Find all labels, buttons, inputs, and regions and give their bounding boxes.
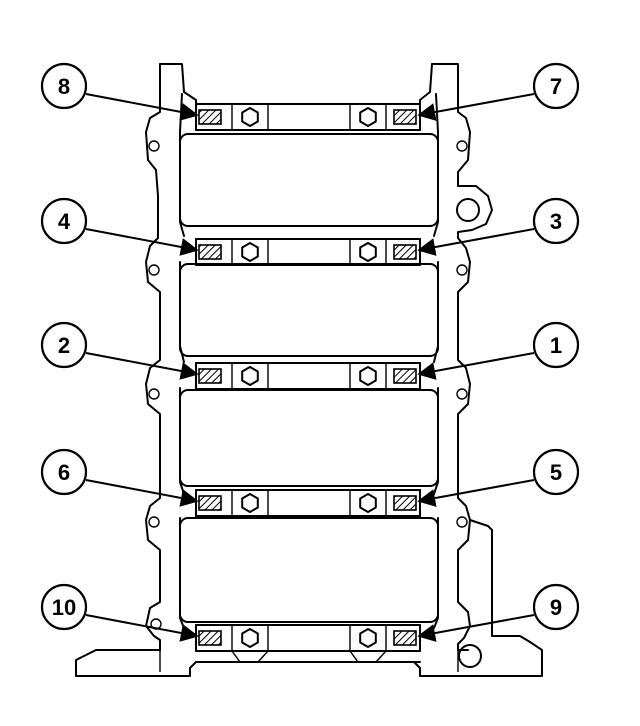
bolt-boss — [231, 362, 269, 390]
callout-7: 7 — [417, 62, 580, 121]
bolt-hex-icon — [359, 242, 377, 262]
bearing-insert — [198, 244, 222, 260]
bearing-cap — [195, 489, 421, 517]
callout-arrow — [417, 228, 535, 256]
bearing-insert — [393, 495, 417, 511]
bearing-cap — [195, 103, 421, 131]
callout-number: 9 — [550, 595, 562, 620]
bearing-insert — [393, 368, 417, 384]
bolt-hex-icon — [241, 493, 259, 513]
crank-bays — [179, 133, 439, 623]
callout-1: 1 — [417, 321, 580, 380]
callout-number: 10 — [52, 595, 76, 620]
bolt-boss — [231, 238, 269, 266]
callout-9: 9 — [417, 583, 580, 642]
callouts: 8 7 4 3 2 1 6 5 10 9 — [40, 62, 580, 642]
block-outline — [75, 63, 543, 677]
callout-arrow — [85, 479, 199, 507]
bottom-cap-fillets — [231, 650, 387, 663]
callout-arrow — [417, 93, 535, 121]
bearing-cap — [195, 238, 421, 266]
bolt-hex-icon — [241, 107, 259, 127]
callout-number: 4 — [58, 209, 71, 234]
bolt-boss — [349, 238, 387, 266]
callout-arrow — [85, 614, 199, 642]
bolt-boss — [349, 624, 387, 652]
callout-number: 7 — [550, 74, 562, 99]
callout-10: 10 — [40, 583, 199, 642]
callout-number: 1 — [550, 333, 562, 358]
callout-circle — [532, 583, 580, 631]
bolt-boss — [349, 103, 387, 131]
bearing-insert — [393, 109, 417, 125]
callout-8: 8 — [40, 62, 199, 121]
bolt-boss — [231, 624, 269, 652]
bolt-boss — [349, 489, 387, 517]
callout-circle — [532, 62, 580, 110]
callout-arrow — [85, 352, 199, 380]
bolt-hex-icon — [359, 628, 377, 648]
bearing-insert — [198, 368, 222, 384]
callout-arrow — [417, 479, 535, 507]
bolt-hex-icon — [241, 366, 259, 386]
callout-3: 3 — [417, 197, 580, 256]
bolt-hex-icon — [359, 493, 377, 513]
callout-number: 8 — [58, 74, 70, 99]
callout-circle — [532, 448, 580, 496]
rail-bosses — [148, 140, 482, 668]
bolt-hex-icon — [359, 366, 377, 386]
callout-4: 4 — [40, 197, 199, 256]
callout-circle — [40, 62, 88, 110]
callout-number: 3 — [550, 209, 562, 234]
callout-arrow — [417, 352, 535, 380]
bolt-boss — [231, 103, 269, 131]
callout-6: 6 — [40, 448, 199, 507]
callout-circle — [40, 197, 88, 245]
bearing-cap — [195, 624, 421, 652]
callout-circle — [532, 321, 580, 369]
bearing-insert — [393, 630, 417, 646]
bearing-insert — [393, 244, 417, 260]
bearing-insert — [198, 495, 222, 511]
callout-circle — [40, 448, 88, 496]
callout-5: 5 — [417, 448, 580, 507]
callout-circle — [532, 197, 580, 245]
fillet-line — [349, 650, 387, 663]
callout-number: 5 — [550, 460, 562, 485]
bolt-boss — [349, 362, 387, 390]
bearing-insert — [198, 109, 222, 125]
callout-arrow — [85, 93, 199, 121]
callout-circle — [40, 321, 88, 369]
fillet-line — [231, 650, 269, 663]
callout-number: 2 — [58, 333, 70, 358]
bolt-hex-icon — [241, 242, 259, 262]
callout-number: 6 — [58, 460, 70, 485]
bolt-hex-icon — [241, 628, 259, 648]
bearing-insert — [198, 630, 222, 646]
bearing-cap — [195, 362, 421, 390]
bolt-boss — [231, 489, 269, 517]
callout-arrow — [85, 228, 199, 256]
callout-circle — [40, 583, 88, 631]
bearing-caps — [195, 103, 421, 663]
callout-arrow — [417, 614, 535, 642]
bolt-hex-icon — [359, 107, 377, 127]
callout-2: 2 — [40, 321, 199, 380]
